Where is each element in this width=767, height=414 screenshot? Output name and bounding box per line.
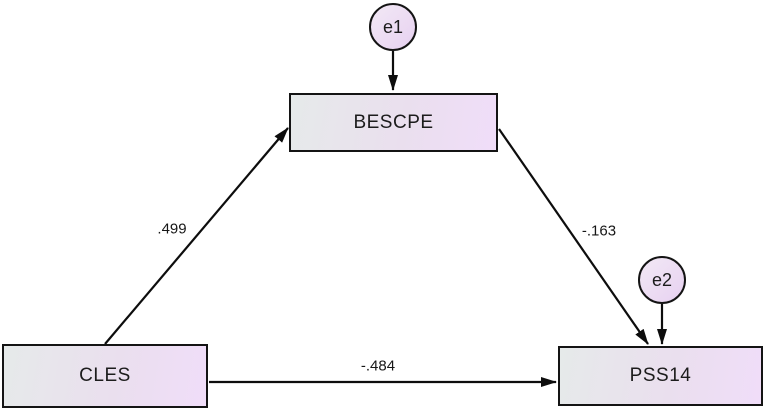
node-bescpe-label: BESCPE [353,111,434,133]
node-e1-label: e1 [382,16,404,37]
node-e2-label: e2 [651,269,673,290]
node-cles-label: CLES [79,365,131,386]
node-error-e2: e2 [638,256,686,304]
coefficient-cles-pss14: -.484 [360,357,396,375]
node-bescpe: BESCPE [289,93,498,152]
node-pss14: PSS14 [558,346,763,406]
coefficient-cles-bescpe: .499 [157,220,187,238]
arrow-bescpe-to-pss14 [498,128,649,345]
node-pss14-label: PSS14 [629,365,692,386]
node-error-e1: e1 [369,3,417,51]
node-cles: CLES [2,344,208,408]
coefficient-bescpe-pss14: -.163 [581,222,617,240]
arrow-cles-to-bescpe [104,127,289,345]
